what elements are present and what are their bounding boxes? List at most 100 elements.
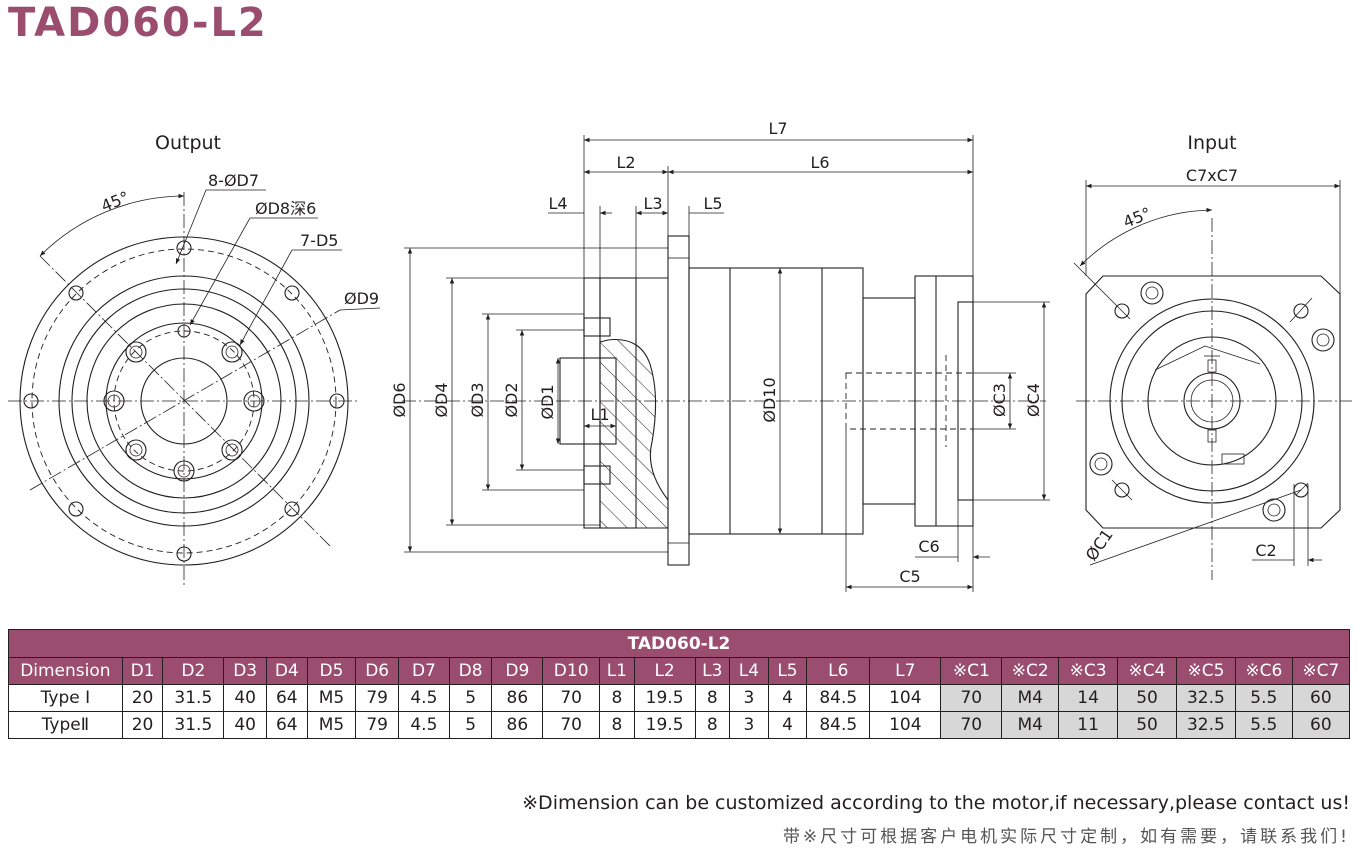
c7-label: C7xC7	[1186, 166, 1238, 185]
table-cell: M4	[1001, 684, 1060, 712]
table-header-cell: D9	[491, 657, 544, 685]
table-cell: 14	[1058, 684, 1119, 712]
table-header-cell: D6	[355, 657, 399, 685]
table-cell: 31.5	[162, 684, 225, 712]
table-cell: 104	[869, 711, 942, 739]
table-header-cell: ※C6	[1234, 657, 1293, 685]
table-header-cell: ※C1	[940, 657, 1003, 685]
table-cell: 20	[121, 684, 164, 712]
table-cell: 4.5	[398, 711, 450, 739]
side-view: ØD6 ØD4 ØD3 ØD2 ØD1 L1 ØD10 ØC3 ØC4 L7 L	[390, 119, 1050, 592]
threaded-hole-group	[103, 341, 265, 482]
d6-label: ØD6	[390, 382, 409, 417]
table-header-cell: ※C5	[1175, 657, 1236, 685]
output-view-label: Output	[155, 132, 221, 154]
table-title: TAD060-L2	[8, 629, 1350, 658]
table-cell: 19.5	[633, 684, 696, 712]
table-header-cell: D7	[398, 657, 450, 685]
table-header-cell: D2	[162, 657, 225, 685]
input-view: Input ØC1 C7xC7	[1073, 132, 1352, 580]
table-header-cell: L1	[599, 657, 635, 685]
table-header-cell: D8	[448, 657, 493, 685]
table-cell: 3	[729, 711, 769, 739]
l4-label: L4	[548, 194, 567, 213]
table-cell: 70	[940, 711, 1003, 739]
c3-label: ØC3	[990, 383, 1009, 417]
table-cell: 4.5	[398, 684, 450, 712]
table-cell: 4	[767, 711, 808, 739]
table-header-cell: Dimension	[8, 657, 123, 685]
l1-label: L1	[590, 405, 609, 424]
table-cell: 60	[1291, 684, 1351, 712]
table-cell: 50	[1117, 684, 1177, 712]
table-cell: 60	[1291, 711, 1351, 739]
table-cell: 5.5	[1234, 711, 1293, 739]
table-cell: 84.5	[806, 711, 871, 739]
c2-label: C2	[1255, 541, 1276, 560]
table-cell: M5	[306, 684, 357, 712]
table-cell: 32.5	[1175, 711, 1236, 739]
table-cell: 86	[491, 684, 544, 712]
page-title: TAD060-L2	[8, 0, 268, 46]
l3-label: L3	[643, 194, 662, 213]
l5-label: L5	[703, 194, 722, 213]
table-cell: 8	[694, 711, 731, 739]
table-header-cell: D1	[121, 657, 164, 685]
table-cell: 8	[694, 684, 731, 712]
table-cell: 5	[448, 711, 493, 739]
table-cell: 79	[355, 711, 399, 739]
c5-label: C5	[899, 567, 920, 586]
table-cell: 19.5	[633, 711, 696, 739]
table-cell: 50	[1117, 711, 1177, 739]
table-cell: 5.5	[1234, 684, 1293, 712]
table-header-cell: L2	[633, 657, 696, 685]
input-angle-label: 45°	[1120, 203, 1153, 231]
hole-7-label: 7-D5	[300, 231, 338, 250]
table-cell: 70	[542, 711, 601, 739]
table-cell: 8	[599, 684, 635, 712]
c1-label: ØC1	[1082, 526, 1117, 565]
table-cell: 86	[491, 711, 544, 739]
table-cell: 5	[448, 684, 493, 712]
table-cell: 79	[355, 684, 399, 712]
d1-label: ØD1	[538, 384, 557, 419]
table-cell: 20	[121, 711, 164, 739]
table-cell: M4	[1001, 711, 1060, 739]
table-cell: 8	[599, 711, 635, 739]
table-cell: 64	[265, 684, 308, 712]
d10-label: ØD10	[760, 377, 779, 422]
table-header-cell: D3	[223, 657, 267, 685]
table-header-cell: L3	[694, 657, 731, 685]
l6-label: L6	[810, 153, 829, 172]
row-label: TypeⅡ	[8, 711, 123, 739]
table-cell: 70	[940, 684, 1003, 712]
table-cell: 64	[265, 711, 308, 739]
table-cell: 3	[729, 684, 769, 712]
hole-8-label: 8-ØD7	[208, 171, 259, 190]
table-cell: M5	[306, 711, 357, 739]
table-header-cell: D5	[306, 657, 357, 685]
table-cell: 11	[1058, 711, 1119, 739]
table-cell: 32.5	[1175, 684, 1236, 712]
d4-label: ØD4	[432, 382, 451, 417]
table-header-cell: ※C4	[1117, 657, 1177, 685]
row-label: Type Ⅰ	[8, 684, 123, 712]
table-cell: 40	[223, 711, 267, 739]
table-header-cell: L5	[767, 657, 808, 685]
table-cell: 70	[542, 684, 601, 712]
table-header-cell: L7	[869, 657, 942, 685]
d9-label: ØD9	[344, 289, 379, 308]
table-header-cell: ※C3	[1058, 657, 1119, 685]
technical-drawing: Output	[8, 119, 1352, 592]
table-cell: 4	[767, 684, 808, 712]
output-angle-label: 45°	[98, 187, 131, 215]
table-header-cell: D10	[542, 657, 601, 685]
note-chinese: 带※尺寸可根据客户电机实际尺寸定制，如有需要，请联系我们!	[782, 827, 1350, 847]
table-header-cell: ※C2	[1001, 657, 1060, 685]
table-cell: 40	[223, 684, 267, 712]
c4-label: ØC4	[1024, 383, 1043, 417]
